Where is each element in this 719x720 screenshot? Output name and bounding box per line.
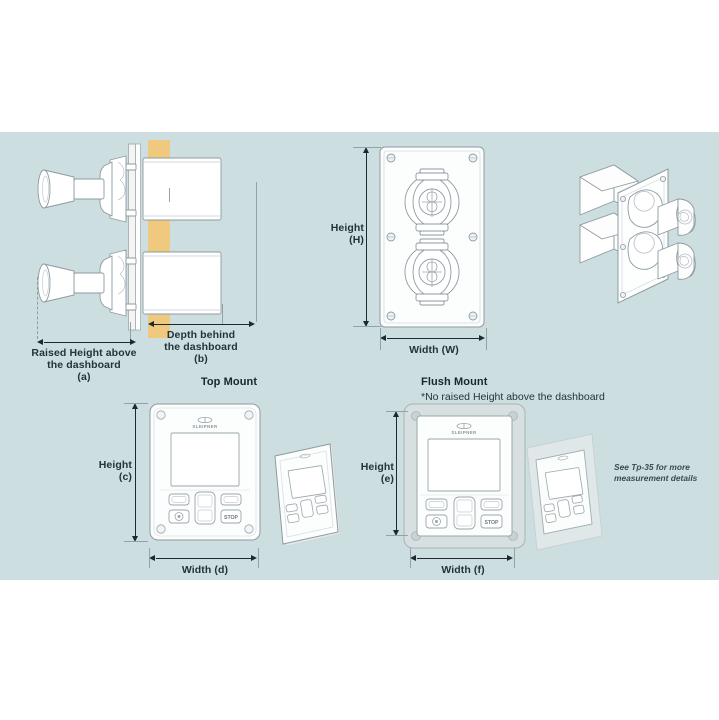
topmount-iso-view (268, 442, 346, 550)
svg-text:SLEIPNER: SLEIPNER (451, 430, 477, 435)
side-section-drawing (37, 140, 222, 338)
front-panel-view (378, 145, 488, 330)
isometric-drawing (579, 164, 696, 304)
topmount-iso-drawing (274, 443, 341, 547)
svg-text:STOP: STOP (224, 515, 239, 521)
flushmount-title: Flush Mount (421, 376, 488, 388)
topmount-height-ref: (c) (118, 471, 132, 483)
raised-height-label-line2: the dashboard (47, 359, 121, 371)
panel-height-ref: (H) (349, 234, 364, 246)
flushmount-iso-view (522, 432, 608, 554)
extension-line-plate (130, 322, 131, 342)
svg-text:STOP: STOP (484, 520, 499, 526)
isometric-view (572, 155, 712, 310)
flushmount-subtitle: *No raised Height above the dashboard (421, 391, 605, 403)
extension-line-far-right (256, 182, 257, 322)
topmount-title: Top Mount (200, 376, 258, 388)
footnote-line1: See Tp-35 for more (614, 462, 690, 472)
side-section-view (0, 132, 270, 372)
footnote-line2: measurement details (614, 473, 698, 483)
panel-height-label: Height (330, 222, 364, 234)
depth-behind-ref: (b) (194, 353, 208, 365)
extension-line-left (37, 277, 38, 339)
topmount-height-label: Height (98, 459, 132, 471)
extension-line-motor-right (222, 304, 223, 324)
flushmount-iso-drawing (526, 433, 603, 551)
panel-width-label: Width (W) (409, 344, 459, 356)
topmount-width-label: Width (d) (181, 564, 229, 576)
svg-text:SLEIPNER: SLEIPNER (192, 424, 218, 429)
depth-behind-label-line1: Depth behind (166, 329, 236, 341)
flushmount-front-drawing: SLEIPNER STOP (403, 403, 526, 549)
flushmount-front-view: SLEIPNER STOP (402, 402, 527, 550)
flushmount-height-ref: (e) (380, 473, 394, 485)
flushmount-width-label: Width (f) (441, 564, 485, 576)
depth-behind-label-line2: the dashboard (164, 341, 238, 353)
raised-height-ref: (a) (77, 371, 91, 383)
front-panel-drawing (379, 146, 485, 328)
raised-height-label-line1: Raised Height above (31, 347, 137, 359)
flushmount-height-label: Height (360, 461, 394, 473)
topmount-front-drawing: STOP SLEIPNER (149, 403, 261, 541)
extension-line-dash-right-top (169, 188, 170, 202)
topmount-front-view: STOP SLEIPNER (148, 402, 263, 542)
